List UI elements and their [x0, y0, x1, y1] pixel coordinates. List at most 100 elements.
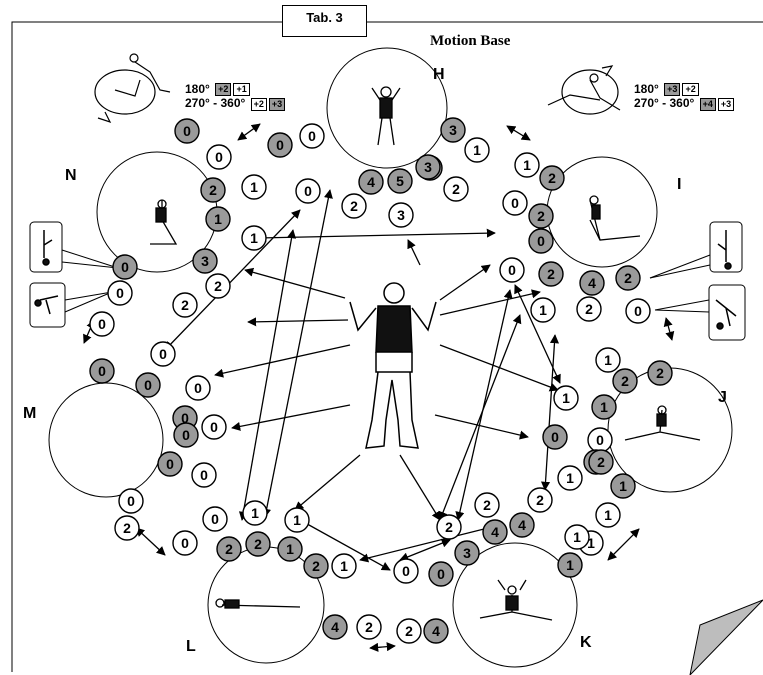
node: 4	[323, 615, 347, 639]
node: 2	[246, 532, 270, 556]
node-value: 0	[596, 432, 604, 448]
node: 0	[300, 124, 324, 148]
node: 1	[558, 466, 582, 490]
rotation-icon-left	[95, 54, 170, 122]
node: 1	[554, 386, 578, 410]
node-value: 3	[463, 545, 471, 561]
node-value: 3	[424, 159, 432, 175]
node: 0	[429, 562, 453, 586]
node-value: 3	[449, 122, 457, 138]
rot-left-box2a: +2	[251, 98, 267, 111]
node-value: 0	[634, 303, 642, 319]
node: 4	[359, 170, 383, 194]
node-value: 2	[536, 492, 544, 508]
node: 2	[173, 293, 197, 317]
node: 4	[510, 513, 534, 537]
node: 0	[296, 179, 320, 203]
node: 1	[278, 537, 302, 561]
node-value: 0	[98, 363, 106, 379]
rot-right-box2a: +4	[700, 98, 716, 111]
node: 2	[357, 615, 381, 639]
node: 0	[207, 145, 231, 169]
node: 1	[206, 207, 230, 231]
node-value: 0	[159, 346, 167, 362]
node: 0	[119, 489, 143, 513]
rot-right-line1: 180°	[634, 82, 659, 96]
node-value: 1	[573, 529, 581, 545]
node-value: 0	[402, 563, 410, 579]
node: 0	[543, 425, 567, 449]
node: 3	[389, 203, 413, 227]
node-value: 0	[98, 316, 106, 332]
node: 1	[465, 138, 489, 162]
node-value: 0	[127, 493, 135, 509]
node: 0	[158, 452, 182, 476]
node: 2	[475, 493, 499, 517]
node: 0	[192, 463, 216, 487]
rotation-icon-right	[548, 66, 620, 114]
node-value: 3	[397, 207, 405, 223]
node: 2	[648, 361, 672, 385]
node-value: 2	[405, 623, 413, 639]
rotation-right-legend: 180° +3+2 270° - 360° +4+3	[634, 82, 734, 111]
node: 4	[580, 271, 604, 295]
node: 0	[173, 531, 197, 555]
node: 0	[394, 559, 418, 583]
node-value: 0	[276, 137, 284, 153]
node: 1	[592, 395, 616, 419]
node: 0	[500, 258, 524, 282]
node-value: 0	[511, 195, 519, 211]
node-value: 2	[537, 208, 545, 224]
node: 2	[529, 204, 553, 228]
node-value: 2	[445, 519, 453, 535]
node: 4	[483, 520, 507, 544]
node-value: 4	[518, 517, 526, 533]
node: 2	[206, 274, 230, 298]
node-value: 1	[566, 470, 574, 486]
node: 1	[558, 553, 582, 577]
node-value: 4	[432, 623, 440, 639]
node: 0	[174, 423, 198, 447]
letter-n: N	[65, 167, 77, 184]
letter-i: I	[677, 176, 681, 193]
node-value: 4	[491, 524, 499, 540]
node-value: 1	[250, 179, 258, 195]
node: 2	[616, 266, 640, 290]
node-value: 0	[166, 456, 174, 472]
node: 3	[441, 118, 465, 142]
node-value: 1	[566, 557, 574, 573]
node: 0	[203, 507, 227, 531]
letter-h: H	[433, 66, 445, 83]
node: 1	[285, 508, 309, 532]
node: 2	[540, 166, 564, 190]
node-value: 1	[604, 352, 612, 368]
node: 0	[151, 342, 175, 366]
corner-fold	[690, 600, 763, 675]
node-value: 5	[396, 173, 404, 189]
node: 1	[596, 503, 620, 527]
node: 1	[531, 298, 555, 322]
node-value: 1	[619, 478, 627, 494]
node: 1	[515, 153, 539, 177]
node-value: 0	[437, 566, 445, 582]
rot-left-box2b: +3	[269, 98, 285, 111]
rot-left-line2: 270° - 360°	[185, 96, 245, 110]
node-value: 1	[604, 507, 612, 523]
node-value: 2	[585, 301, 593, 317]
node-value: 0	[183, 123, 191, 139]
node: 2	[342, 194, 366, 218]
node-value: 0	[182, 427, 190, 443]
node: 0	[202, 415, 226, 439]
tab-label: Tab. 3	[282, 5, 367, 37]
node-value: 2	[452, 181, 460, 197]
letter-j: J	[718, 389, 727, 406]
node-value: 0	[200, 467, 208, 483]
node: 0	[113, 255, 137, 279]
node: 2	[613, 369, 637, 393]
node-value: 0	[181, 535, 189, 551]
node-value: 1	[293, 512, 301, 528]
node: 1	[565, 525, 589, 549]
letter-m: M	[23, 405, 36, 422]
node: 3	[193, 249, 217, 273]
node: 0	[529, 229, 553, 253]
